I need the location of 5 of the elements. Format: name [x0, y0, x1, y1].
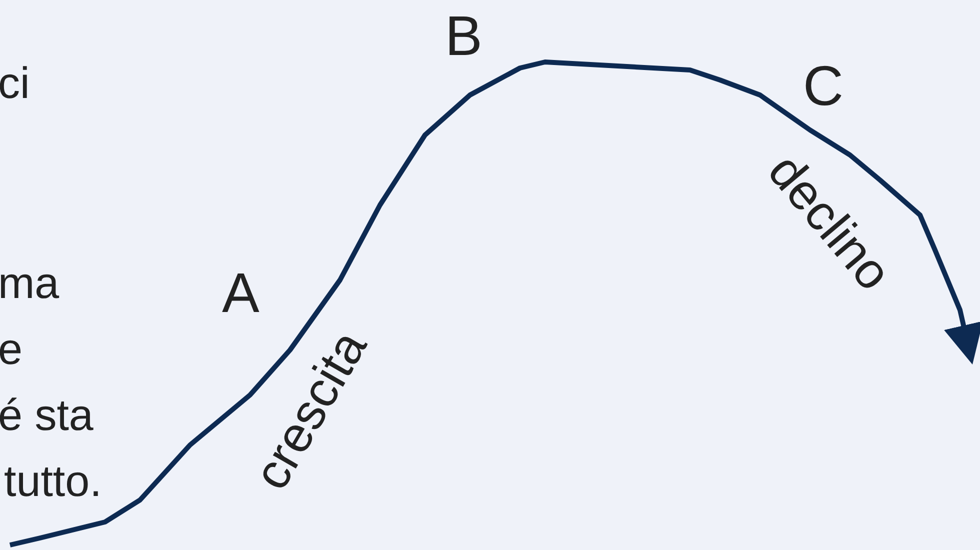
text-fragment: ma [0, 262, 60, 306]
point-label: B [445, 8, 482, 64]
point-label: A [222, 265, 260, 321]
text-fragment: tutto. [4, 460, 102, 504]
point-label: C [803, 58, 844, 114]
